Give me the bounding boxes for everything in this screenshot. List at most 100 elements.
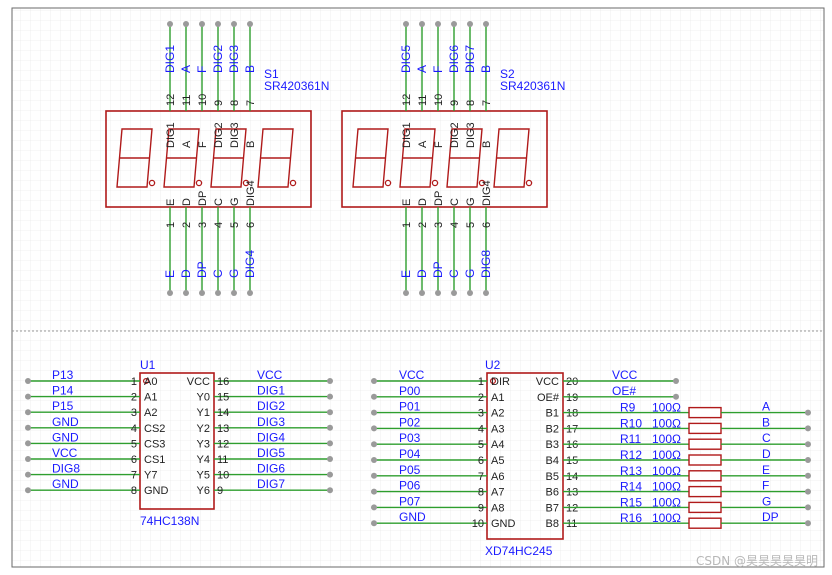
u1-left-pin-number: 5 xyxy=(131,438,137,450)
u2-left-pin-name: A3 xyxy=(491,423,504,435)
u2-left-pin-name: GND xyxy=(491,518,516,530)
u1-right-net-label: DIG4 xyxy=(257,430,285,444)
u1-right-pin-name: Y0 xyxy=(197,392,210,404)
u1-ref: U1 xyxy=(140,358,156,372)
u1-left-pin-number: 3 xyxy=(131,407,137,419)
decimal-point xyxy=(478,179,486,187)
u1-left-net-label: GND xyxy=(52,430,79,444)
display-top-pin-number: 7 xyxy=(245,100,257,106)
display-top-pin-number: 7 xyxy=(481,100,493,106)
display-bottom-pin-number: 4 xyxy=(213,222,225,228)
wire-end-node xyxy=(183,21,189,27)
wire-end-node xyxy=(327,456,333,462)
display-top-pin-name: DIG3 xyxy=(465,122,477,148)
u1-left-net-label: P13 xyxy=(52,368,74,382)
wire-end-node xyxy=(327,487,333,494)
display-bottom-net-label: G xyxy=(463,269,477,278)
u2-left-net-label: GND xyxy=(399,510,426,524)
u1-right-pin-number: 13 xyxy=(217,423,229,435)
display-bottom-net-label: C xyxy=(211,269,225,278)
display-bottom-pin-number: 6 xyxy=(481,222,493,228)
u1-left-net-label: DIG8 xyxy=(52,462,80,476)
display-top-pin-number: 12 xyxy=(401,94,413,106)
u2-right-pin-name: B8 xyxy=(546,518,559,530)
wire-end-node xyxy=(327,409,333,416)
display-bottom-pin-number: 3 xyxy=(197,222,209,228)
wire-end-node xyxy=(371,504,377,511)
display-bottom-pin-name: DP xyxy=(433,191,445,206)
u2-left-net-label: P06 xyxy=(399,479,421,493)
resistor-net-label: C xyxy=(762,431,771,445)
wire-end-node xyxy=(231,21,237,27)
display-top-pin-name: DIG2 xyxy=(213,122,225,148)
u2-right-pin-number: 13 xyxy=(566,487,578,499)
display-bottom-pin-number: 1 xyxy=(165,222,177,228)
display-ref: S1 xyxy=(264,67,279,81)
u1-right-net-label: DIG3 xyxy=(257,415,285,429)
display-bottom-net-label: C xyxy=(447,269,461,278)
resistor-value: 100Ω xyxy=(652,416,681,430)
u1-left-pin-name: CS2 xyxy=(144,423,165,435)
decimal-point xyxy=(195,179,203,187)
display-bottom-net-label: D xyxy=(415,269,429,278)
wire-end-node xyxy=(371,425,377,432)
u1-right-pin-name: Y2 xyxy=(197,423,210,435)
wire-end-node xyxy=(435,21,441,27)
u1-right-net-label: VCC xyxy=(257,368,283,382)
u2-right-net-label: VCC xyxy=(612,368,638,382)
u2-right-pin-number: 14 xyxy=(566,471,578,483)
wire-end-node xyxy=(247,290,253,296)
wire-end-node xyxy=(805,425,811,432)
wire-end-node xyxy=(467,21,473,27)
u2-right-pin-name: B2 xyxy=(546,423,559,435)
display-top-pin-number: 9 xyxy=(213,100,225,106)
display-top-net-label: B xyxy=(243,65,257,73)
display-top-pin-name: F xyxy=(433,141,445,148)
wire-end-node xyxy=(25,378,31,384)
resistor-net-label: E xyxy=(762,463,770,477)
display-top-pin-number: 10 xyxy=(197,94,209,106)
u1-right-net-label: DIG2 xyxy=(257,399,285,413)
u2-left-net-label: P01 xyxy=(399,400,421,414)
u1-left-pin-number: 1 xyxy=(131,376,137,388)
display-bottom-pin-name: C xyxy=(449,198,461,206)
u2-left-net-label: VCC xyxy=(399,368,425,382)
display-ref: S2 xyxy=(500,67,515,81)
resistor-value: 100Ω xyxy=(652,511,681,525)
display-top-pin-name: B xyxy=(245,141,257,148)
u1-left-pin-number: 6 xyxy=(131,454,137,466)
u2-left-pin-number: 1 xyxy=(478,376,484,388)
wire-end-node xyxy=(805,409,811,416)
resistor-body xyxy=(688,501,722,514)
wire-end-node xyxy=(327,471,333,478)
u2-left-net-label: P00 xyxy=(399,384,421,398)
resistor-body xyxy=(688,422,722,435)
u2-left-pin-number: 6 xyxy=(478,455,484,467)
wire-end-node xyxy=(403,290,409,296)
wire-end-node xyxy=(805,441,811,448)
u2-pin1-marker xyxy=(490,378,497,385)
display-bottom-pin-number: 5 xyxy=(465,222,477,228)
display-top-net-label: DIG7 xyxy=(463,45,477,73)
u1-right-pin-name: Y6 xyxy=(197,485,210,497)
u2-left-pin-name: A2 xyxy=(491,408,504,420)
wire-end-node xyxy=(199,21,205,27)
digit-outline xyxy=(493,128,530,188)
display-bottom-pin-number: 4 xyxy=(449,222,461,228)
u1-left-pin-number: 4 xyxy=(131,423,137,435)
display-top-pin-name: DIG3 xyxy=(229,122,241,148)
wire-end-node xyxy=(371,409,377,416)
u1-left-pin-name: A2 xyxy=(144,407,157,419)
wire-end-node xyxy=(327,378,333,384)
display-bottom-pin-number: 6 xyxy=(245,222,257,228)
u1-part-number: 74HC138N xyxy=(140,514,199,528)
wire-end-node xyxy=(805,520,811,527)
display-top-pin-name: DIG2 xyxy=(449,122,461,148)
u1-left-pin-number: 7 xyxy=(131,470,137,482)
display-bottom-net-label: G xyxy=(227,269,241,278)
wire-end-node xyxy=(451,290,457,296)
wire-end-node xyxy=(25,409,31,416)
u2-right-pin-number: 15 xyxy=(566,455,578,467)
display-top-pin-name: A xyxy=(417,140,429,148)
u2-right-pin-name: B7 xyxy=(546,502,559,514)
